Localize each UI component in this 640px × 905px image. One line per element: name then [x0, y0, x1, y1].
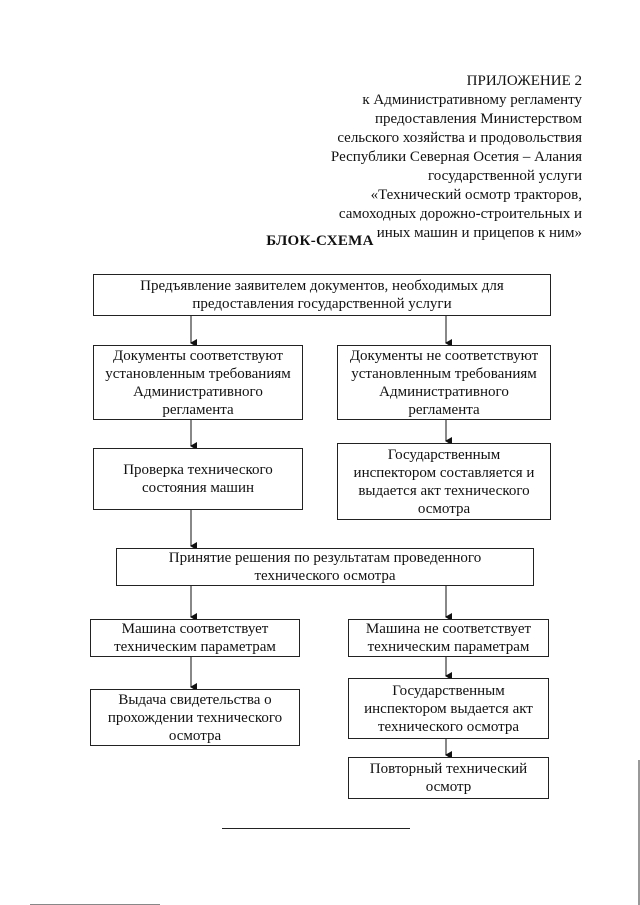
box-line: Административного: [379, 383, 509, 400]
machine-compliant-box: Машина соответствует техническим парамет…: [90, 619, 300, 657]
box-line: технического осмотра: [254, 568, 396, 584]
box-line: Документы не соответствуют: [349, 347, 539, 364]
box-line: Административного: [133, 383, 263, 400]
box-line: Документы соответствуют: [113, 347, 283, 364]
header-line: Республики Северная Осетия – Алания: [330, 149, 582, 165]
documents-noncompliant-box: Документы не соответствуют установленным…: [337, 345, 551, 420]
technical-check-box: Проверка технического состояния машин: [93, 448, 303, 510]
header-line: сельского хозяйства и продовольствия: [337, 130, 582, 146]
box-line: прохождении технического: [107, 709, 283, 726]
box-line: Принятие решения по результатам проведен…: [168, 550, 482, 566]
repeat-inspection-box: Повторный технический осмотр: [348, 757, 549, 799]
box-line: регламента: [162, 401, 234, 418]
box-line: состояния машин: [141, 480, 255, 496]
box-line: установленным требованиям: [351, 365, 537, 382]
header-line: предоставления Министерством: [375, 111, 582, 127]
box-line: регламента: [408, 401, 480, 418]
box-line: Проверка технического: [123, 462, 273, 478]
box-line: Машина не соответствует: [365, 621, 532, 637]
machine-noncompliant-box: Машина не соответствует техническим пара…: [348, 619, 549, 657]
box-line: выдается акт технического: [358, 482, 530, 499]
box-line: осмотра: [168, 727, 222, 744]
box-line: осмотра: [417, 500, 471, 517]
header-line: иных машин и прицепов к ним»: [376, 225, 582, 241]
certificate-issue-box: Выдача свидетельства о прохождении техни…: [90, 689, 300, 746]
box-line: технического осмотра: [377, 718, 520, 735]
box-line: инспектором выдается акт: [364, 700, 533, 717]
appendix-header: ПРИЛОЖЕНИЕ 2 к Административному регламе…: [331, 72, 582, 243]
box-line: Государственным: [392, 682, 505, 699]
inspector-act-box: Государственным инспектором составляется…: [337, 443, 551, 520]
box-line: предоставления государственной услуги: [192, 296, 452, 312]
box-line: техническим параметрам: [367, 639, 530, 655]
box-line: осмотр: [425, 779, 472, 795]
inspector-act-issue-box: Государственным инспектором выдается акт…: [348, 678, 549, 739]
scan-edge-right: [638, 760, 640, 905]
decision-box: Принятие решения по результатам проведен…: [116, 548, 534, 586]
header-line: к Административному регламенту: [362, 92, 582, 108]
header-line: самоходных дорожно-строительных и: [338, 206, 582, 222]
box-line: инспектором составляется и: [353, 464, 535, 481]
header-line: государственной услуги: [428, 168, 582, 184]
documents-compliant-box: Документы соответствуют установленным тр…: [93, 345, 303, 420]
box-line: Предъявление заявителем документов, необ…: [140, 278, 504, 294]
submit-documents-box: Предъявление заявителем документов, необ…: [93, 274, 551, 316]
box-line: Выдача свидетельства о: [118, 691, 272, 708]
box-line: Повторный технический: [369, 761, 528, 777]
diagram-title: БЛОК-СХЕМА: [266, 233, 374, 249]
header-line: ПРИЛОЖЕНИЕ 2: [466, 73, 582, 89]
footer-divider: [222, 828, 410, 829]
box-line: техническим параметрам: [114, 639, 276, 655]
box-line: Государственным: [387, 446, 501, 463]
box-line: Машина соответствует: [121, 621, 269, 637]
box-line: установленным требованиям: [105, 365, 291, 382]
header-line: «Технический осмотр тракторов,: [370, 187, 582, 203]
